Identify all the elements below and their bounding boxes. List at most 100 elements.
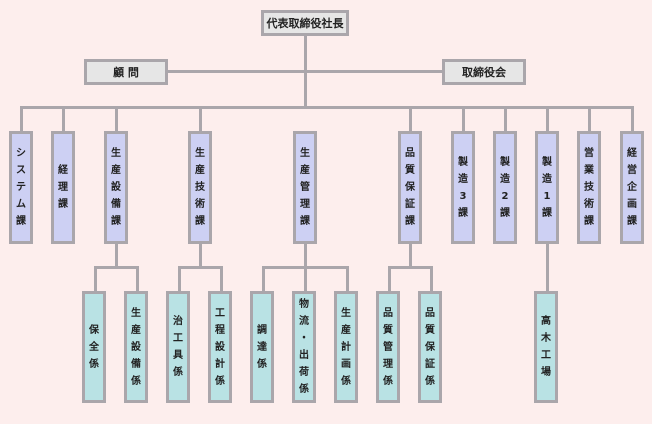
section-box: 物流・出荷係	[292, 291, 316, 403]
char: 達	[257, 341, 267, 353]
char: 画	[627, 199, 637, 210]
connector	[631, 106, 634, 132]
char: 具	[173, 350, 183, 361]
char: 造	[458, 173, 468, 185]
connector	[199, 106, 202, 132]
connector	[62, 106, 65, 132]
char: 備	[131, 358, 141, 370]
char: ム	[16, 199, 26, 210]
char: 出	[299, 350, 309, 361]
char: 生	[195, 148, 205, 159]
connector	[199, 243, 202, 268]
section-box: 品質管理係	[376, 291, 400, 403]
connector	[462, 106, 465, 132]
connector	[430, 266, 433, 292]
board-label: 取締役会	[462, 66, 506, 79]
char: 課	[542, 207, 552, 219]
president-box: 代表取締役社長	[261, 10, 349, 36]
connector	[262, 266, 349, 269]
char: 保	[425, 341, 435, 353]
char: シ	[16, 148, 26, 159]
char: 管	[383, 341, 393, 353]
char: 生	[111, 148, 121, 159]
char: 経	[627, 148, 637, 159]
char: 産	[300, 165, 310, 176]
connector	[409, 106, 412, 132]
char: 営	[627, 165, 637, 176]
connector	[166, 70, 444, 73]
char: 産	[195, 165, 205, 176]
char: 質	[425, 324, 435, 336]
char: 理	[300, 199, 310, 210]
char: 設	[111, 182, 121, 193]
char: ス	[16, 165, 26, 176]
department-box: 製造 3 課	[451, 131, 475, 244]
char: 質	[405, 165, 415, 176]
connector	[262, 266, 265, 292]
department-box: 生産管理課	[293, 131, 317, 244]
char: 場	[541, 367, 551, 378]
char: 技	[195, 182, 205, 193]
president-label: 代表取締役社長	[266, 17, 344, 30]
department-box: 営業技術課	[577, 131, 601, 244]
section-box: 生産計画係	[334, 291, 358, 403]
char: 設	[131, 341, 141, 353]
char: 課	[627, 216, 637, 227]
char: 課	[458, 207, 468, 219]
connector	[94, 266, 97, 292]
connector	[220, 266, 223, 292]
char: 工	[173, 333, 183, 344]
char: 製	[458, 156, 468, 168]
char: 質	[383, 324, 393, 336]
char: 工	[215, 307, 225, 319]
section-box: 治工具係	[166, 291, 190, 403]
char: 係	[215, 375, 225, 387]
char: 産	[131, 324, 141, 336]
department-box: 経理課	[51, 131, 75, 244]
char: 品	[383, 307, 393, 319]
connector	[136, 266, 139, 292]
char: 木	[541, 333, 551, 344]
char: 産	[341, 324, 351, 336]
char: 業	[584, 165, 594, 176]
connector	[178, 266, 223, 269]
char: 製	[542, 156, 552, 168]
char: テ	[16, 182, 26, 193]
char: 係	[173, 367, 183, 378]
char: 3	[459, 190, 467, 202]
section-box: 高木工場	[534, 291, 558, 403]
department-box: システム課	[9, 131, 33, 244]
department-box: 品質保証課	[398, 131, 422, 244]
connector	[388, 266, 391, 292]
char: 課	[111, 216, 121, 227]
char: 造	[500, 173, 510, 185]
connector	[504, 106, 507, 132]
char: 荷	[299, 367, 309, 378]
connector	[94, 266, 139, 269]
char: 係	[89, 358, 99, 370]
char: 設	[215, 341, 225, 353]
connector	[115, 243, 118, 268]
char: 企	[627, 182, 637, 193]
connector	[588, 106, 591, 132]
char: 2	[501, 190, 509, 202]
department-box: 生産設備課	[104, 131, 128, 244]
connector	[546, 106, 549, 132]
char: 理	[58, 182, 68, 193]
section-box: 調達係	[250, 291, 274, 403]
char: 製	[500, 156, 510, 168]
section-box: 品質保証係	[418, 291, 442, 403]
connector	[388, 266, 433, 269]
char: 品	[405, 148, 415, 159]
char: 治	[173, 316, 183, 327]
char: 品	[425, 307, 435, 319]
char: 係	[425, 375, 435, 387]
char: 係	[257, 358, 267, 370]
char: 技	[584, 182, 594, 193]
char: 工	[541, 350, 551, 361]
char: 程	[215, 324, 225, 336]
char: 高	[541, 316, 551, 327]
connector	[546, 243, 549, 293]
